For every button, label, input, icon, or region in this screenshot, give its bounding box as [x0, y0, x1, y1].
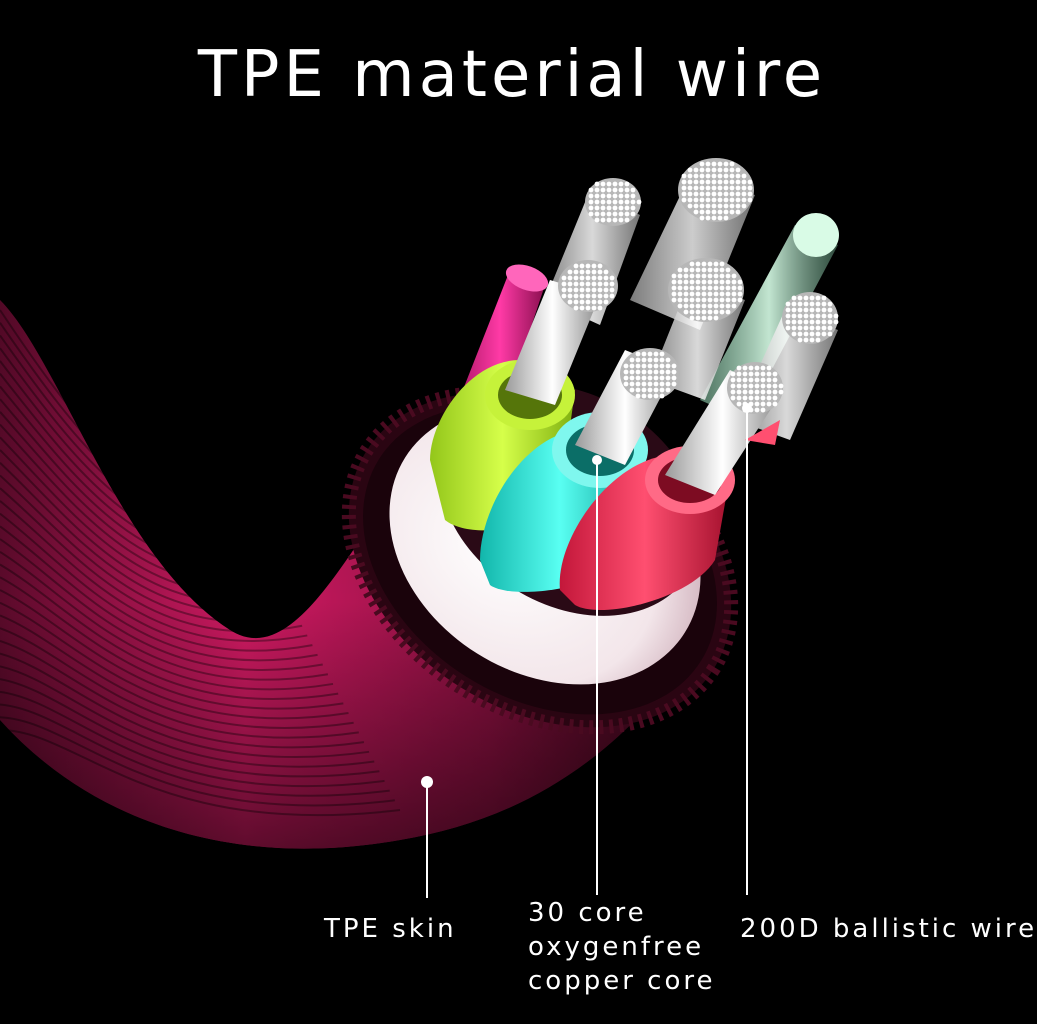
callout-copper-core: [592, 455, 602, 895]
callout-tpe-skin: [421, 776, 433, 898]
page-title: TPE material wire: [197, 38, 827, 112]
label-copper-core-line2: oxygenfree: [528, 932, 705, 962]
callout-dot-core: [592, 455, 602, 465]
label-tpe-skin: TPE skin: [324, 914, 457, 944]
callout-ballistic: [742, 403, 752, 895]
callout-dot-ballistic: [742, 403, 752, 413]
callout-dot-skin: [421, 776, 433, 788]
copper-strand-ends: [558, 158, 839, 414]
label-copper-core-line3: copper core: [528, 966, 716, 996]
label-copper-core: 30 core oxygenfree copper core: [528, 896, 715, 998]
label-ballistic-wire: 200D ballistic wire: [740, 914, 1037, 944]
label-copper-core-line1: 30 core: [528, 898, 647, 928]
